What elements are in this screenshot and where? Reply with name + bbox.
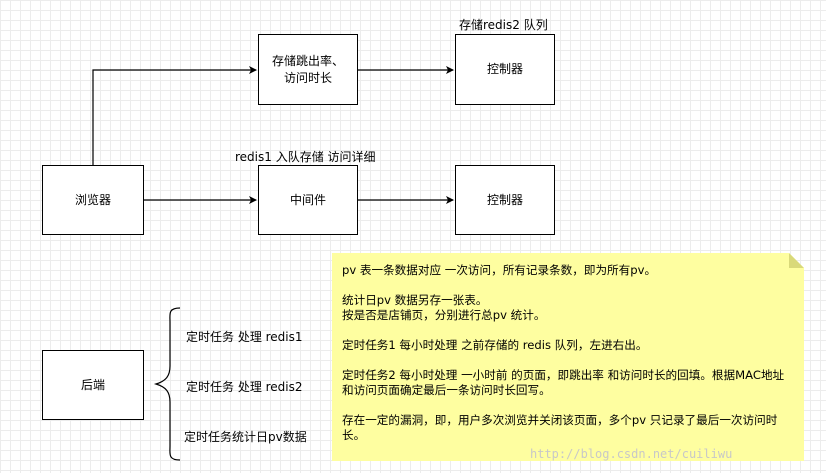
backend-node: 后端 [42,350,144,420]
note-line: 定时任务1 每小时处理 之前存储的 redis 队列，左进右出。 [342,338,648,352]
store-bounce-rate-node: 存储跳出率、 访问时长 [258,34,358,105]
note-line: 统计日pv 数据另存一张表。 按是否是店铺页，分别进行总pv 统计。 [342,293,546,322]
task-redis1: 定时任务 处理 redis1 [186,330,303,344]
note-line: pv 表一条数据对应 一次访问，所有记录条数，即为所有pv。 [342,263,657,277]
controller-top-node: 控制器 [455,34,555,105]
arrow-browser-to-store [92,66,257,165]
task-redis2: 定时任务 处理 redis2 [186,380,303,394]
redis1-queue-label: redis1 入队存储 访问详细 [235,150,376,164]
watermark: http://blog.csdn.net/cuiliwu [530,447,733,461]
browser-node: 浏览器 [42,165,144,235]
middleware-node: 中间件 [258,165,358,235]
note-line: 存在一定的漏洞，即，用户多次浏览并关闭该页面，多个pv 只记录了最后一次访问时长… [342,413,778,442]
note-line: 定时任务2 每小时处理 一小时前 的页面，即跳出率 和访问时长的回填。根据MAC… [342,368,785,397]
brace [153,307,181,461]
task-daily-pv: 定时任务统计日pv数据 [184,430,307,444]
note-card: pv 表一条数据对应 一次访问，所有记录条数，即为所有pv。 统计日pv 数据另… [332,253,804,461]
controller-mid-node: 控制器 [455,165,555,235]
redis2-queue-label: 存储redis2 队列 [459,18,548,32]
